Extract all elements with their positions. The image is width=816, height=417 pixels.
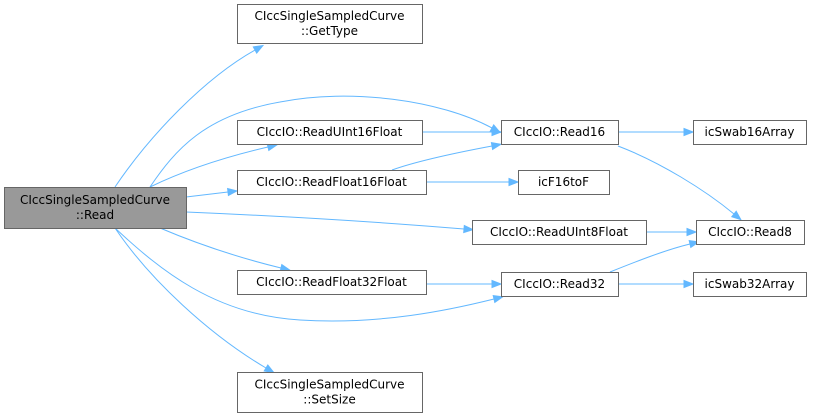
edge-root-to-readuint8float <box>185 211 475 234</box>
node-label: ::SetSize <box>303 393 355 407</box>
node-read32[interactable]: CIccIO::Read32 <box>501 272 619 297</box>
edge-root-to-gettype <box>114 44 265 188</box>
arrowhead-icon <box>463 224 475 234</box>
edge-line <box>391 145 493 171</box>
node-box <box>472 220 647 245</box>
edge-root-to-setsize <box>114 227 275 374</box>
node-read8[interactable]: CIccIO::Read8 <box>696 220 805 245</box>
nodes-layer: CIccSingleSampledCurve::ReadCIccSingleSa… <box>4 4 807 413</box>
edge-line <box>114 227 267 369</box>
node-label: CIccIO::ReadUInt8Float <box>490 225 628 239</box>
node-label: ::Read <box>76 208 114 222</box>
node-box <box>237 120 423 145</box>
arrowhead-icon <box>491 279 503 289</box>
node-box <box>693 120 807 145</box>
node-box <box>696 220 805 245</box>
arrowhead-icon <box>730 210 742 221</box>
node-setsize[interactable]: CIccSingleSampledCurve::SetSize <box>237 372 423 413</box>
edge-readuint16float-to-read16 <box>422 127 503 137</box>
node-readuint8float[interactable]: CIccIO::ReadUInt8Float <box>472 220 647 245</box>
node-label: ::GetType <box>301 24 358 38</box>
edge-line <box>185 211 465 230</box>
node-icswab16array[interactable]: icSwab16Array <box>693 120 807 145</box>
arrowhead-icon <box>490 141 503 151</box>
node-box <box>501 120 619 145</box>
node-label: CIccIO::Read16 <box>514 125 605 139</box>
node-read16[interactable]: CIccIO::Read16 <box>501 120 619 145</box>
edges-layer <box>114 44 742 374</box>
node-icswab32array[interactable]: icSwab32Array <box>693 272 807 297</box>
arrowhead-icon <box>508 177 520 187</box>
node-readuint16float[interactable]: CIccIO::ReadUInt16Float <box>237 120 423 145</box>
arrowhead-icon <box>686 227 698 237</box>
arrowhead-icon <box>227 187 239 197</box>
node-label: CIccIO::Read32 <box>514 277 605 291</box>
edge-read16-to-read8 <box>617 145 742 221</box>
edge-line <box>609 243 691 273</box>
arrowhead-icon <box>683 127 695 137</box>
node-icf16tof[interactable]: icF16toF <box>518 170 610 195</box>
edge-line <box>185 191 229 198</box>
node-label: icSwab16Array <box>705 125 795 139</box>
node-label: CIccIO::ReadFloat16Float <box>256 175 407 189</box>
arrowhead-icon <box>263 364 275 374</box>
node-box <box>237 170 427 195</box>
edge-read32-to-read8 <box>609 240 701 273</box>
node-label: CIccSingleSampledCurve <box>254 378 404 392</box>
node-box <box>518 170 610 195</box>
edge-line <box>149 95 493 188</box>
edge-root-to-readfloat16float <box>185 187 239 198</box>
node-box <box>693 272 807 297</box>
edge-line <box>159 227 282 269</box>
node-readfloat16float[interactable]: CIccIO::ReadFloat16Float <box>237 170 427 195</box>
node-box <box>501 272 619 297</box>
arrowhead-icon <box>492 295 505 304</box>
arrowhead-icon <box>252 44 265 54</box>
node-label: CIccIO::ReadFloat32Float <box>256 275 407 289</box>
node-readfloat32float[interactable]: CIccIO::ReadFloat32Float <box>237 270 427 295</box>
node-box <box>237 270 427 295</box>
edge-root-to-readfloat32float <box>159 227 292 272</box>
edge-readuint8float-to-read8 <box>646 227 698 237</box>
node-box <box>237 372 423 413</box>
node-box <box>4 187 187 229</box>
arrowhead-icon <box>683 279 695 289</box>
edge-readfloat16float-to-icf16tof <box>426 177 520 187</box>
edge-readfloat32float-to-read32 <box>426 279 503 289</box>
node-label: CIccSingleSampledCurve <box>20 193 170 207</box>
edge-read16-to-icswab16array <box>618 127 695 137</box>
node-root[interactable]: CIccSingleSampledCurve::Read <box>4 187 187 229</box>
node-box <box>237 4 423 44</box>
node-label: icSwab32Array <box>705 277 795 291</box>
arrowhead-icon <box>491 127 503 137</box>
edge-line <box>149 146 269 188</box>
edge-line <box>114 49 256 188</box>
node-gettype[interactable]: CIccSingleSampledCurve::GetType <box>237 4 423 44</box>
edge-root-to-read32 <box>114 227 505 322</box>
node-label: CIccSingleSampledCurve <box>254 9 404 23</box>
edge-readfloat16float-to-read16 <box>391 141 503 171</box>
edge-line <box>617 145 735 215</box>
node-label: icF16toF <box>538 175 589 189</box>
node-label: CIccIO::Read8 <box>708 225 792 239</box>
edge-read32-to-icswab32array <box>618 279 695 289</box>
edge-line <box>114 227 495 322</box>
node-label: CIccIO::ReadUInt16Float <box>257 125 403 139</box>
